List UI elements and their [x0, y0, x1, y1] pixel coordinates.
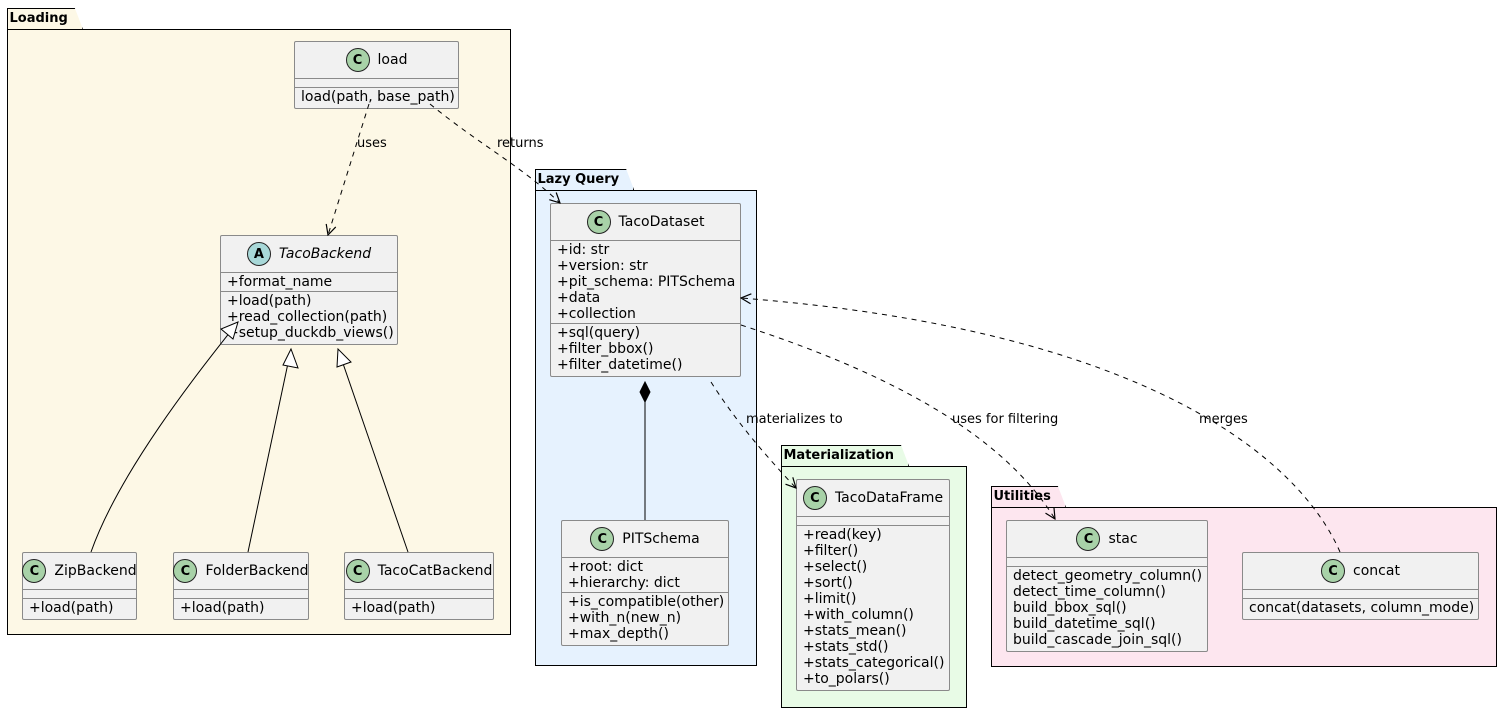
- class-name: stac: [1108, 531, 1138, 547]
- methods-compartment: +load(path) +read_collection(path) +setu…: [221, 292, 397, 344]
- attributes-compartment: [797, 517, 949, 526]
- methods-compartment: +load(path): [345, 599, 493, 619]
- package-materialization-label: Materialization: [781, 445, 910, 466]
- class-name: TacoDataset: [618, 214, 705, 230]
- attribute: +data: [557, 290, 601, 306]
- class-badge-icon: C: [586, 210, 611, 234]
- class-badge-icon: C: [345, 48, 370, 72]
- class-name: load: [377, 52, 408, 68]
- package-loading-label: Loading: [7, 8, 83, 29]
- attribute: +hierarchy: dict: [568, 575, 680, 591]
- class-name: TacoCatBackend: [377, 563, 493, 579]
- class-badge-icon: C: [173, 559, 198, 583]
- class-tacocat-backend: C TacoCatBackend +load(path): [344, 552, 494, 620]
- method: +select(): [803, 559, 868, 575]
- package-utilities-label: Utilities: [991, 486, 1066, 507]
- class-badge-icon: C: [1076, 527, 1101, 551]
- attribute: +id: str: [557, 242, 610, 258]
- edge-label-merges: merges: [1199, 412, 1248, 427]
- method: +limit(): [803, 591, 857, 607]
- class-name: ZipBackend: [54, 563, 137, 579]
- method: +filter(): [803, 543, 859, 559]
- class-name: PITSchema: [622, 531, 700, 547]
- attributes-compartment: [1243, 590, 1478, 599]
- class-badge-icon: C: [802, 486, 827, 510]
- class-name: concat: [1353, 563, 1400, 579]
- methods-compartment: +sql(query) +filter_bbox() +filter_datet…: [551, 324, 740, 376]
- attribute: +version: str: [557, 258, 648, 274]
- method: +with_n(new_n): [568, 610, 682, 626]
- class-badge-icon: C: [590, 527, 615, 551]
- attribute: +pit_schema: PITSchema: [557, 274, 736, 290]
- attributes-compartment: [295, 79, 458, 88]
- method: +read(key): [803, 527, 882, 543]
- method: +sort(): [803, 575, 853, 591]
- methods-compartment: +load(path): [23, 599, 136, 619]
- attributes-compartment: [345, 590, 493, 599]
- attributes-compartment: [1007, 558, 1207, 567]
- method: build_datetime_sql(): [1013, 616, 1156, 632]
- method: +load(path): [29, 600, 114, 616]
- edge-label-uses: uses: [357, 136, 387, 151]
- method: +load(path): [180, 600, 265, 616]
- class-zip-backend: C ZipBackend +load(path): [22, 552, 137, 620]
- methods-compartment: +is_compatible(other) +with_n(new_n) +ma…: [562, 593, 728, 645]
- methods-compartment: +load(path): [174, 599, 308, 619]
- edge-label-materializes-to: materializes to: [746, 412, 843, 427]
- method: detect_time_column(): [1013, 584, 1166, 600]
- method: +load(path): [227, 293, 312, 309]
- class-badge-icon: C: [22, 559, 47, 583]
- attribute: +collection: [557, 306, 636, 322]
- methods-compartment: +read(key) +filter() +select() +sort() +…: [797, 526, 949, 690]
- method: build_bbox_sql(): [1013, 600, 1127, 616]
- method: +stats_mean(): [803, 623, 907, 639]
- method: +filter_bbox(): [557, 341, 654, 357]
- attributes-compartment: +format_name: [221, 273, 397, 292]
- class-badge-icon: C: [1321, 559, 1346, 583]
- attributes-compartment: +root: dict +hierarchy: dict: [562, 558, 728, 593]
- method: +stats_std(): [803, 639, 889, 655]
- attribute: +format_name: [227, 274, 333, 290]
- class-taco-dataset: C TacoDataset +id: str +version: str +pit…: [550, 203, 741, 377]
- method: +filter_datetime(): [557, 357, 683, 373]
- methods-compartment: load(path, base_path): [295, 88, 458, 108]
- class-folder-backend: C FolderBackend +load(path): [173, 552, 309, 620]
- attributes-compartment: [174, 590, 308, 599]
- attributes-compartment: [23, 590, 136, 599]
- class-name: TacoDataFrame: [834, 490, 944, 506]
- attribute: +root: dict: [568, 559, 643, 575]
- class-name: FolderBackend: [205, 563, 309, 579]
- method: +with_column(): [803, 607, 914, 623]
- method: +is_compatible(other): [568, 594, 725, 610]
- class-taco-dataframe: C TacoDataFrame +read(key) +filter() +sel…: [796, 479, 950, 691]
- method: concat(datasets, column_mode): [1249, 600, 1475, 616]
- methods-compartment: detect_geometry_column() detect_time_col…: [1007, 567, 1207, 651]
- edge-label-uses-for-filtering: uses for filtering: [952, 412, 1059, 427]
- class-taco-backend: A TacoBackend +format_name +load(path) +r…: [220, 235, 398, 345]
- method: +load(path): [351, 600, 436, 616]
- method: load(path, base_path): [301, 89, 455, 105]
- method: +max_depth(): [568, 626, 669, 642]
- method: +setup_duckdb_views(): [227, 325, 394, 341]
- abstract-badge-icon: A: [246, 242, 271, 266]
- method: build_cascade_join_sql(): [1013, 632, 1182, 648]
- method: +to_polars(): [803, 671, 890, 687]
- attributes-compartment: +id: str +version: str +pit_schema: PITS…: [551, 241, 740, 324]
- methods-compartment: concat(datasets, column_mode): [1243, 599, 1478, 619]
- edge-label-returns: returns: [497, 136, 544, 151]
- package-lazy-query-label: Lazy Query: [535, 169, 635, 190]
- class-name: TacoBackend: [278, 246, 372, 262]
- method: +stats_categorical(): [803, 655, 945, 671]
- method: detect_geometry_column(): [1013, 568, 1203, 584]
- method: +read_collection(path): [227, 309, 388, 325]
- class-badge-icon: C: [345, 559, 370, 583]
- method: +sql(query): [557, 325, 641, 341]
